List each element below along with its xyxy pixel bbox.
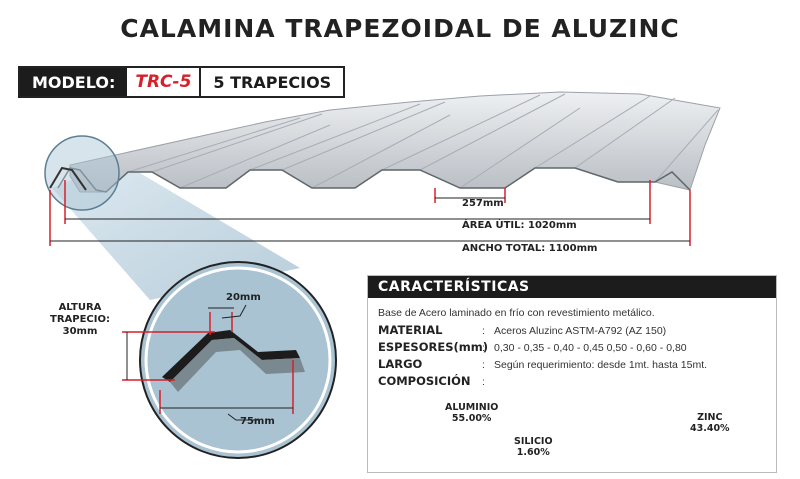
model-bar: MODELO: TRC-5 5 TRAPECIOS	[18, 66, 346, 98]
model-code: TRC-5	[127, 68, 202, 96]
row-colon: :	[482, 342, 485, 354]
page-title: CALAMINA TRAPEZOIDAL DE ALUZINC	[120, 14, 680, 43]
characteristics-row: LARGO: Según requerimiento: desde 1mt. ha…	[378, 357, 707, 371]
detail-height-label: ALTURA TRAPECIO: 30mm	[50, 302, 110, 338]
row-value: 0,30 - 0,35 - 0,40 - 0,45 0,50 - 0,60 - …	[494, 342, 687, 354]
pie-label-value: 1.60%	[516, 447, 550, 458]
row-value: Aceros Aluzinc ASTM-A792 (AZ 150)	[494, 325, 667, 337]
height-label-line-1: ALTURA	[58, 302, 102, 313]
row-value: Según requerimiento: desde 1mt. hasta 15…	[494, 359, 708, 371]
pie-label-value: 55.00%	[451, 413, 492, 424]
characteristics-description: Base de Acero laminado en frío con reves…	[378, 307, 655, 319]
pie-label-name: SILICIO	[514, 436, 553, 447]
pie-label-name: ALUMINIO	[445, 402, 499, 413]
dimension-lines	[49, 180, 691, 246]
pie-label-zinc: ZINC 43.40%	[690, 412, 730, 434]
height-label-line-2: TRAPECIO:	[50, 314, 110, 325]
model-label: MODELO:	[20, 68, 128, 96]
pie-label-value: 43.40%	[690, 423, 730, 434]
row-colon: :	[482, 359, 485, 371]
pie-label-silicio: SILICIO 1.60%	[514, 436, 553, 458]
dimension-label-spacing: 257mm	[462, 198, 504, 209]
row-colon: :	[482, 376, 485, 388]
pie-label-name: ZINC	[697, 412, 723, 423]
zoom-source-circle	[44, 135, 120, 211]
height-label-line-3: 30mm	[62, 326, 98, 337]
characteristics-row: ESPESORES(mm):0,30 - 0,35 - 0,40 - 0,45 …	[378, 340, 687, 354]
characteristics-panel: CARACTERÍSTICAS Base de Acero laminado e…	[367, 275, 777, 473]
detail-base-width: 75mm	[240, 416, 275, 427]
characteristics-row: MATERIAL: Aceros Aluzinc ASTM-A792 (AZ 15…	[378, 323, 666, 337]
row-key: COMPOSICIÓN	[378, 374, 471, 388]
dimension-label-total-width: ANCHO TOTAL: 1100mm	[462, 243, 598, 254]
corrugated-sheet	[57, 91, 721, 193]
row-key: ESPESORES(mm)	[378, 340, 488, 354]
model-name: 5 TRAPECIOS	[213, 72, 332, 92]
trapezoid-profile	[162, 330, 305, 392]
dimension-label-useful-area: ÁREA ÚTIL: 1020mm	[462, 220, 577, 231]
characteristics-row: COMPOSICIÓN:	[378, 374, 494, 388]
row-key: LARGO	[378, 357, 423, 371]
characteristics-header: CARACTERÍSTICAS	[368, 276, 776, 298]
detail-circle	[139, 261, 337, 459]
row-key: MATERIAL	[378, 323, 443, 337]
row-colon: :	[482, 325, 485, 337]
detail-top-width: 20mm	[226, 292, 261, 303]
pie-label-aluminio: ALUMINIO 55.00%	[445, 402, 498, 424]
